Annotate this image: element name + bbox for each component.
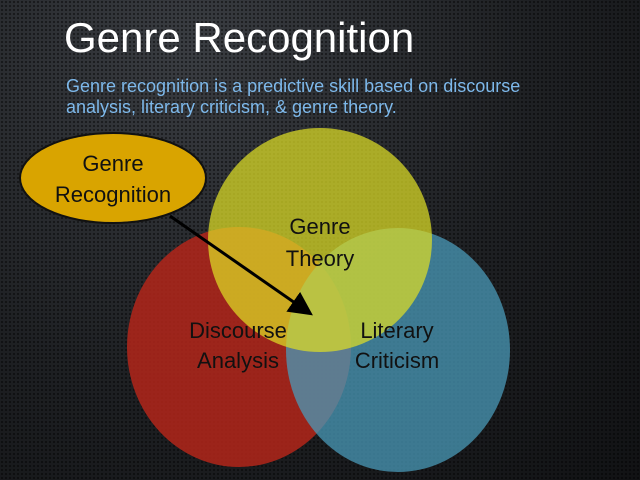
slide-title: Genre Recognition — [64, 14, 415, 61]
genre-recognition-callout — [19, 132, 207, 224]
genre-theory-label-2: Theory — [286, 246, 354, 271]
callout-label-2: Recognition — [55, 182, 171, 207]
slide-subtitle: Genre recognition is a predictive skill … — [66, 76, 521, 117]
genre-theory-circle — [208, 128, 432, 352]
literary-criticism-label-1: Literary — [360, 318, 433, 343]
literary-criticism-label-2: Criticism — [355, 348, 439, 373]
genre-theory-label-1: Genre — [289, 214, 350, 239]
callout-label-1: Genre — [82, 151, 143, 176]
discourse-analysis-label-2: Analysis — [197, 348, 279, 373]
discourse-analysis-label-1: Discourse — [189, 318, 287, 343]
arrow — [169, 214, 313, 316]
